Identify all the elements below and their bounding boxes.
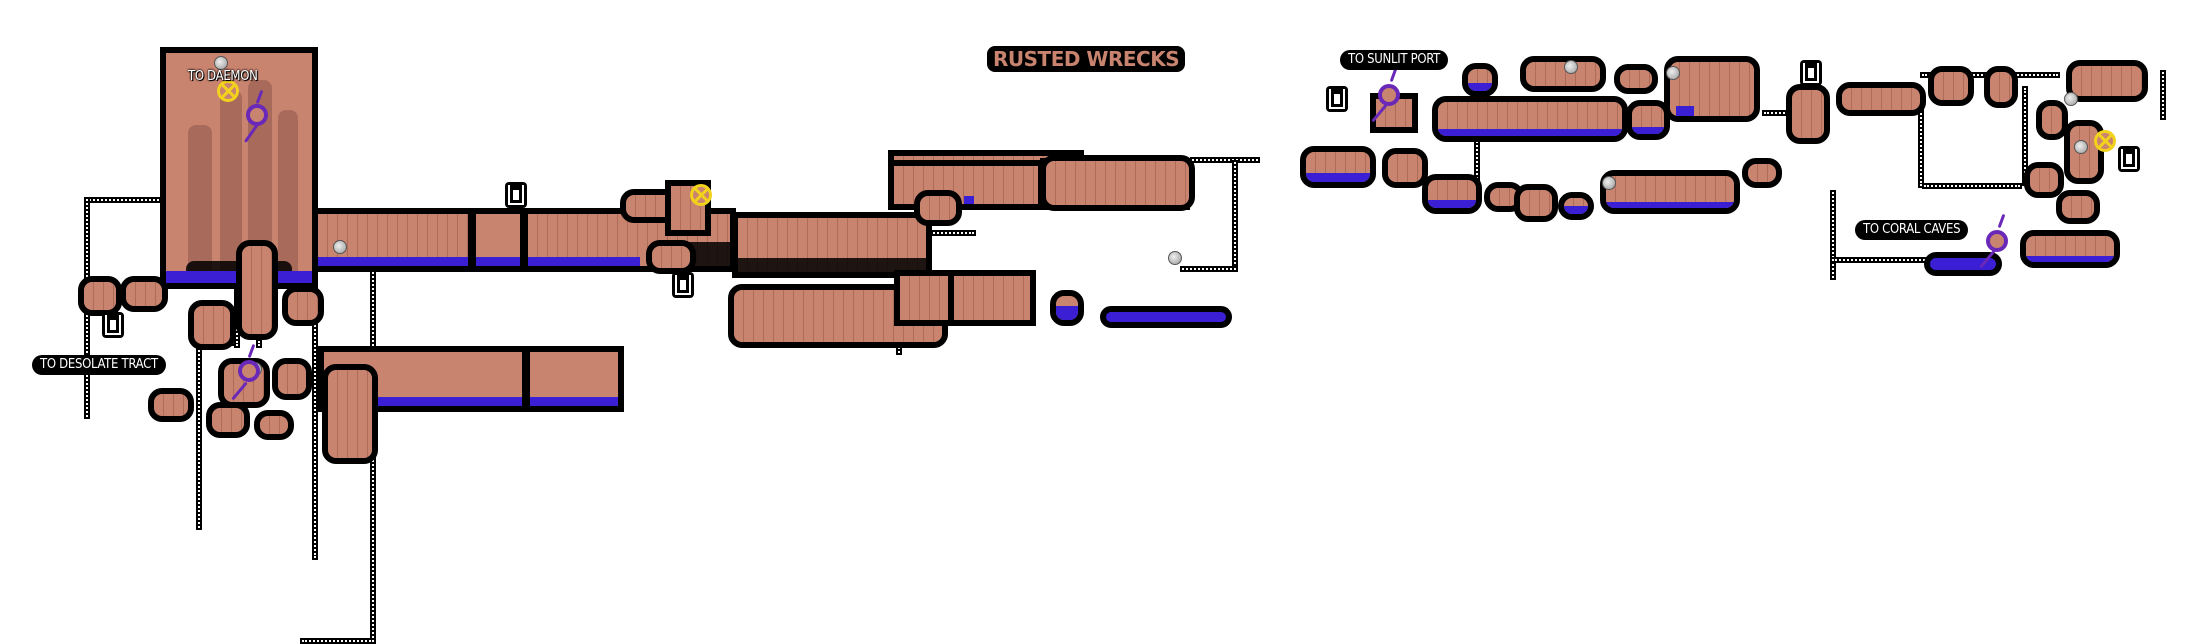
area-title: RUSTED WRECKS xyxy=(987,46,1186,72)
orb-icon xyxy=(2064,92,2078,106)
room-west-2[interactable] xyxy=(120,276,168,312)
connector xyxy=(1180,266,1238,272)
room-port-south-1[interactable] xyxy=(1382,148,1428,188)
room-coral-5[interactable] xyxy=(2066,60,2148,102)
room-port-cavern[interactable] xyxy=(1664,56,1760,122)
connector xyxy=(300,638,376,644)
exit-label-sunlit-port[interactable]: TO SUNLIT PORT xyxy=(1340,50,1448,70)
room-southeast-tower[interactable] xyxy=(322,364,378,464)
room-port-east[interactable] xyxy=(1626,100,1670,140)
room-coral-south[interactable] xyxy=(2020,230,2120,268)
orb-icon xyxy=(333,240,347,254)
connector xyxy=(2160,70,2166,120)
connector xyxy=(1830,257,1930,263)
room-upper-corridor-6[interactable] xyxy=(888,160,1044,210)
room-upper-corridor-2[interactable] xyxy=(470,208,526,272)
room-coral-1[interactable] xyxy=(1786,84,1830,144)
connector xyxy=(1830,190,1836,280)
connector xyxy=(1762,110,1790,116)
orb-icon xyxy=(2074,140,2088,154)
room-south-5[interactable] xyxy=(254,410,294,440)
room-west-1[interactable] xyxy=(78,276,122,316)
exit-label-desolate-tract[interactable]: TO DESOLATE TRACT xyxy=(32,355,166,375)
room-small-hub[interactable] xyxy=(914,190,962,226)
bench-icon[interactable] xyxy=(1326,86,1348,112)
room-south-1[interactable] xyxy=(188,300,236,350)
room-port-west[interactable] xyxy=(1300,146,1376,188)
connector xyxy=(196,340,202,530)
room-south-4[interactable] xyxy=(206,402,250,438)
bench-icon[interactable] xyxy=(2118,146,2140,172)
connector xyxy=(312,140,318,560)
room-central-shaft[interactable] xyxy=(236,240,278,340)
room-lower-corridor-5[interactable] xyxy=(948,270,1036,326)
exit-label-coral-caves[interactable]: TO CORAL CAVES xyxy=(1855,220,1969,240)
room-port-north-2[interactable] xyxy=(1614,64,1658,94)
room-upper-corridor-1[interactable] xyxy=(312,208,474,272)
purple-portal-icon[interactable] xyxy=(240,89,274,143)
connector xyxy=(1190,157,1260,163)
connector xyxy=(2022,86,2028,186)
bench-icon[interactable] xyxy=(505,182,527,208)
room-coral-4[interactable] xyxy=(1984,66,2018,108)
bench-icon[interactable] xyxy=(1800,60,1822,86)
room-upper-corridor-4[interactable] xyxy=(732,212,932,278)
exit-label-daemon[interactable]: TO DAEMON xyxy=(188,69,258,84)
room-south-3[interactable] xyxy=(148,388,194,422)
room-coral-3[interactable] xyxy=(1928,66,1974,106)
connector xyxy=(896,230,976,236)
room-lower-corridor-6[interactable] xyxy=(1050,290,1084,326)
room-port-north[interactable] xyxy=(1520,56,1606,92)
connector xyxy=(84,197,164,203)
room-port-south-4[interactable] xyxy=(1514,184,1558,222)
room-south-2[interactable] xyxy=(272,358,312,400)
orb-icon xyxy=(1168,251,1182,265)
purple-portal-icon[interactable] xyxy=(1979,213,2014,269)
orb-icon xyxy=(1666,66,1680,80)
room-east-1[interactable] xyxy=(282,286,324,326)
purple-portal-icon[interactable] xyxy=(231,343,266,401)
waypoint-x-icon[interactable] xyxy=(217,80,239,102)
room-port-tower[interactable] xyxy=(1462,63,1498,97)
room-lower-corridor-2[interactable] xyxy=(524,346,624,412)
room-coral-8[interactable] xyxy=(2056,190,2100,224)
connector xyxy=(1232,160,1238,270)
room-coral-7[interactable] xyxy=(2024,162,2064,198)
room-port-long[interactable] xyxy=(1600,170,1740,214)
room-port-south-2[interactable] xyxy=(1422,174,1482,214)
orb-icon xyxy=(1602,176,1616,190)
room-flooded-tunnel[interactable] xyxy=(1100,306,1232,328)
room-port-south-5[interactable] xyxy=(1558,192,1594,220)
room-port-link[interactable] xyxy=(1742,158,1782,188)
room-upper-corridor-7[interactable] xyxy=(1040,155,1195,211)
waypoint-x-icon[interactable] xyxy=(690,184,712,206)
bench-icon[interactable] xyxy=(672,272,694,298)
room-coral-2[interactable] xyxy=(1836,82,1926,116)
connector xyxy=(1918,108,1924,188)
waypoint-x-icon[interactable] xyxy=(2094,130,2116,152)
bench-icon[interactable] xyxy=(102,312,124,338)
orb-icon xyxy=(214,56,228,70)
connector xyxy=(1922,183,2022,189)
room-junction-b[interactable] xyxy=(646,240,696,274)
room-coral-6[interactable] xyxy=(2036,100,2068,140)
purple-portal-icon[interactable] xyxy=(1371,67,1406,123)
room-port-main[interactable] xyxy=(1432,96,1628,142)
orb-icon xyxy=(1564,60,1578,74)
